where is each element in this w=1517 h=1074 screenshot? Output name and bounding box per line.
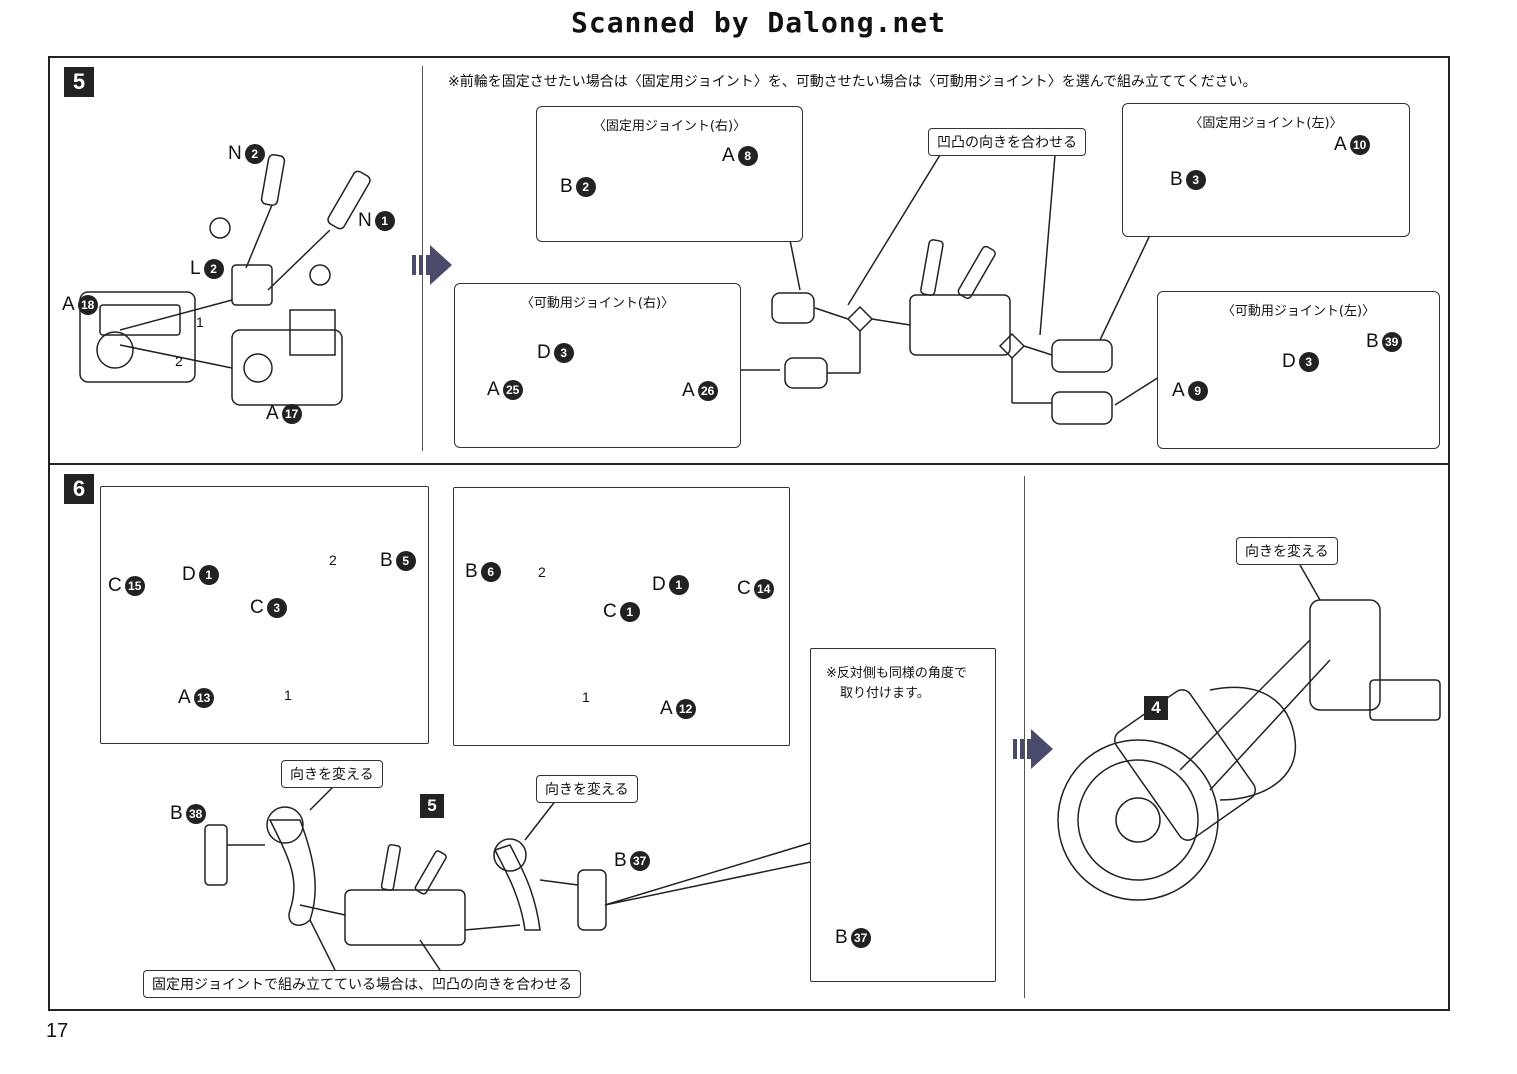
fixed-joint-left-box: 〈固定用ジョイント(左)〉 xyxy=(1122,103,1410,237)
step-number-6: 6 xyxy=(64,474,94,504)
fixed-joint-left-title: 〈固定用ジョイント(左)〉 xyxy=(1189,116,1343,131)
fixed-joint-right-box: 〈固定用ジョイント(右)〉 xyxy=(536,106,803,242)
movable-joint-right-box: 〈可動用ジョイント(右)〉 xyxy=(454,283,741,448)
sequence-marker-1: 1 xyxy=(582,689,590,705)
align-notches-callout: 凹凸の向きを合わせる xyxy=(928,128,1086,156)
detail-note-line2: 取り付けます。 xyxy=(840,686,930,701)
reference-step-5: 5 xyxy=(420,794,444,818)
step-divider xyxy=(48,463,1450,465)
next-step-arrow xyxy=(1013,729,1053,769)
sequence-marker-2: 2 xyxy=(538,564,546,580)
fixed-joint-right-title: 〈固定用ジョイント(右)〉 xyxy=(592,119,747,134)
step6-box-1 xyxy=(100,486,429,744)
detail-view-box xyxy=(810,648,996,982)
sequence-marker-1: 1 xyxy=(284,687,292,703)
fixed-joint-align-callout: 固定用ジョイントで組み立てている場合は、凹凸の向きを合わせる xyxy=(143,970,581,998)
sequence-marker-1: 1 xyxy=(196,314,204,330)
movable-joint-left-box: 〈可動用ジョイント(左)〉 xyxy=(1157,291,1440,449)
step-number-5: 5 xyxy=(64,67,94,97)
instruction-frame xyxy=(48,56,1450,1011)
step5-instruction-note: ※前輪を固定させたい場合は〈固定用ジョイント〉を、可動させたい場合は〈可動用ジョ… xyxy=(448,74,1257,90)
movable-joint-left-title: 〈可動用ジョイント(左)〉 xyxy=(1221,304,1376,319)
change-direction-callout-final: 向きを変える xyxy=(1236,537,1338,565)
change-direction-callout-1: 向きを変える xyxy=(281,760,383,788)
sequence-marker-2: 2 xyxy=(329,552,337,568)
frame-part-a18 xyxy=(79,291,196,383)
reference-step-4: 4 xyxy=(1144,696,1168,720)
change-direction-callout-2: 向きを変える xyxy=(536,775,638,803)
step6-divider xyxy=(1024,476,1025,998)
scan-watermark-header: Scanned by Dalong.net xyxy=(570,6,946,39)
detail-note-line1: ※反対側も同様の角度で xyxy=(826,666,967,681)
next-step-arrow xyxy=(412,245,452,285)
page-number: 17 xyxy=(46,1020,69,1042)
frame-part-a17 xyxy=(231,329,343,406)
movable-joint-right-title: 〈可動用ジョイント(右)〉 xyxy=(520,296,675,311)
sequence-marker-2: 2 xyxy=(175,353,183,369)
